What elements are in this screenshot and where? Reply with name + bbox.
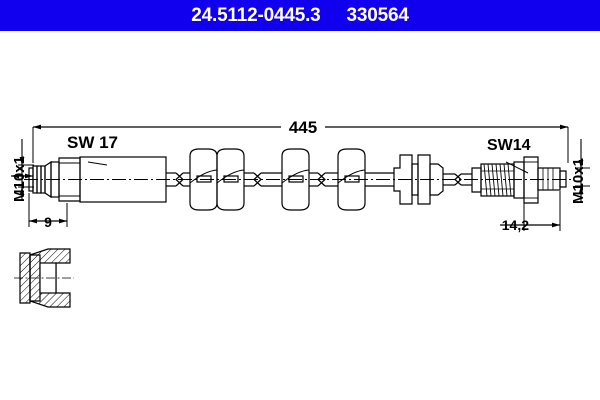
bracket-single-2	[337, 148, 366, 211]
bracket-single-1	[281, 148, 310, 211]
right-thread-dimension	[575, 139, 590, 203]
right-hex-label: SW14	[487, 137, 531, 154]
bracket-double	[189, 148, 245, 211]
section-detail-view	[14, 248, 74, 308]
right-offset-dimension	[500, 191, 561, 231]
hose-segment-4	[365, 172, 394, 187]
reference-number-label: 330564	[346, 4, 409, 26]
technical-drawing-svg: 445 M10x1 M10x1 SW 17 SW14 9 14,2	[11, 118, 590, 308]
overall-length-dimension	[32, 124, 569, 163]
left-thread-label: M10x1	[11, 156, 28, 202]
right-end-fitting	[471, 156, 567, 204]
overall-length-label: 445	[289, 118, 317, 137]
drawing-canvas: 445 M10x1 M10x1 SW 17 SW14 9 14,2	[0, 31, 600, 400]
left-offset-dimension	[28, 193, 68, 227]
right-thread-label: M10x1	[570, 158, 587, 204]
part-number-label: 24.5112-0445.3	[191, 4, 321, 26]
left-hex-label: SW 17	[67, 133, 118, 152]
flange-block	[393, 154, 444, 205]
sw14-leader	[505, 161, 529, 174]
left-offset-label: 9	[44, 214, 52, 230]
header-banner: 24.5112-0445.3 330564	[0, 0, 600, 31]
right-offset-label: 14,2	[502, 217, 529, 233]
sw17-leader	[87, 161, 108, 166]
